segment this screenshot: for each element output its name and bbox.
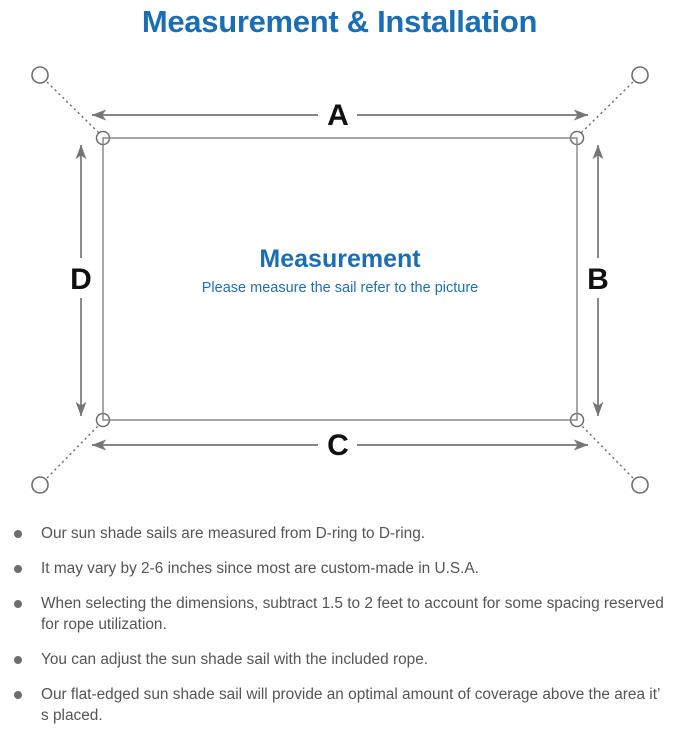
sail-corner-bottom-left xyxy=(102,413,110,421)
list-item: It may vary by 2-6 inches since most are… xyxy=(10,558,665,579)
shade-sail-body xyxy=(102,137,578,421)
rope-line-bottom-right xyxy=(580,424,634,479)
rope-line-top-right xyxy=(580,81,634,134)
dimension-label-d: D xyxy=(70,263,92,296)
dimension-label-b: B xyxy=(587,263,609,296)
list-item: When selecting the dimensions, subtract … xyxy=(10,593,665,635)
dimension-label-a: A xyxy=(327,99,349,132)
bullet-icon xyxy=(14,691,22,699)
rope-line-top-left xyxy=(46,81,100,134)
bullet-icon xyxy=(14,565,22,573)
list-item: Our flat-edged sun shade sail will provi… xyxy=(10,684,665,726)
sail-corner-top-right xyxy=(570,137,578,145)
sail-corner-bottom-right xyxy=(570,413,578,421)
anchor-ring-top-left xyxy=(31,66,49,84)
page-title: Measurement & Installation xyxy=(141,4,538,39)
anchor-ring-bottom-left xyxy=(31,476,49,494)
note-text: Our sun shade sails are measured from D-… xyxy=(41,525,426,542)
anchor-ring-top-right xyxy=(631,66,649,84)
list-item: You can adjust the sun shade sail with t… xyxy=(10,649,665,670)
note-text: Our flat-edged sun shade sail will provi… xyxy=(41,686,660,724)
list-item: Our sun shade sails are measured from D-… xyxy=(10,523,665,544)
note-text: You can adjust the sun shade sail with t… xyxy=(41,651,429,668)
notes-list: Our sun shade sails are measured from D-… xyxy=(0,523,679,740)
measurement-diagram: A C D B Measurement Please measure the s… xyxy=(0,46,679,516)
note-text: It may vary by 2-6 inches since most are… xyxy=(41,560,479,577)
rope-line-bottom-left xyxy=(46,424,100,479)
sail-corner-top-left xyxy=(102,137,110,145)
note-text: When selecting the dimensions, subtract … xyxy=(41,595,664,633)
anchor-ring-bottom-right xyxy=(631,476,649,494)
bullet-icon xyxy=(14,600,22,608)
bullet-icon xyxy=(14,530,22,538)
bullet-icon xyxy=(14,656,22,664)
measurement-diagram-svg: A C D B xyxy=(31,66,649,494)
dimension-label-c: C xyxy=(327,429,349,462)
